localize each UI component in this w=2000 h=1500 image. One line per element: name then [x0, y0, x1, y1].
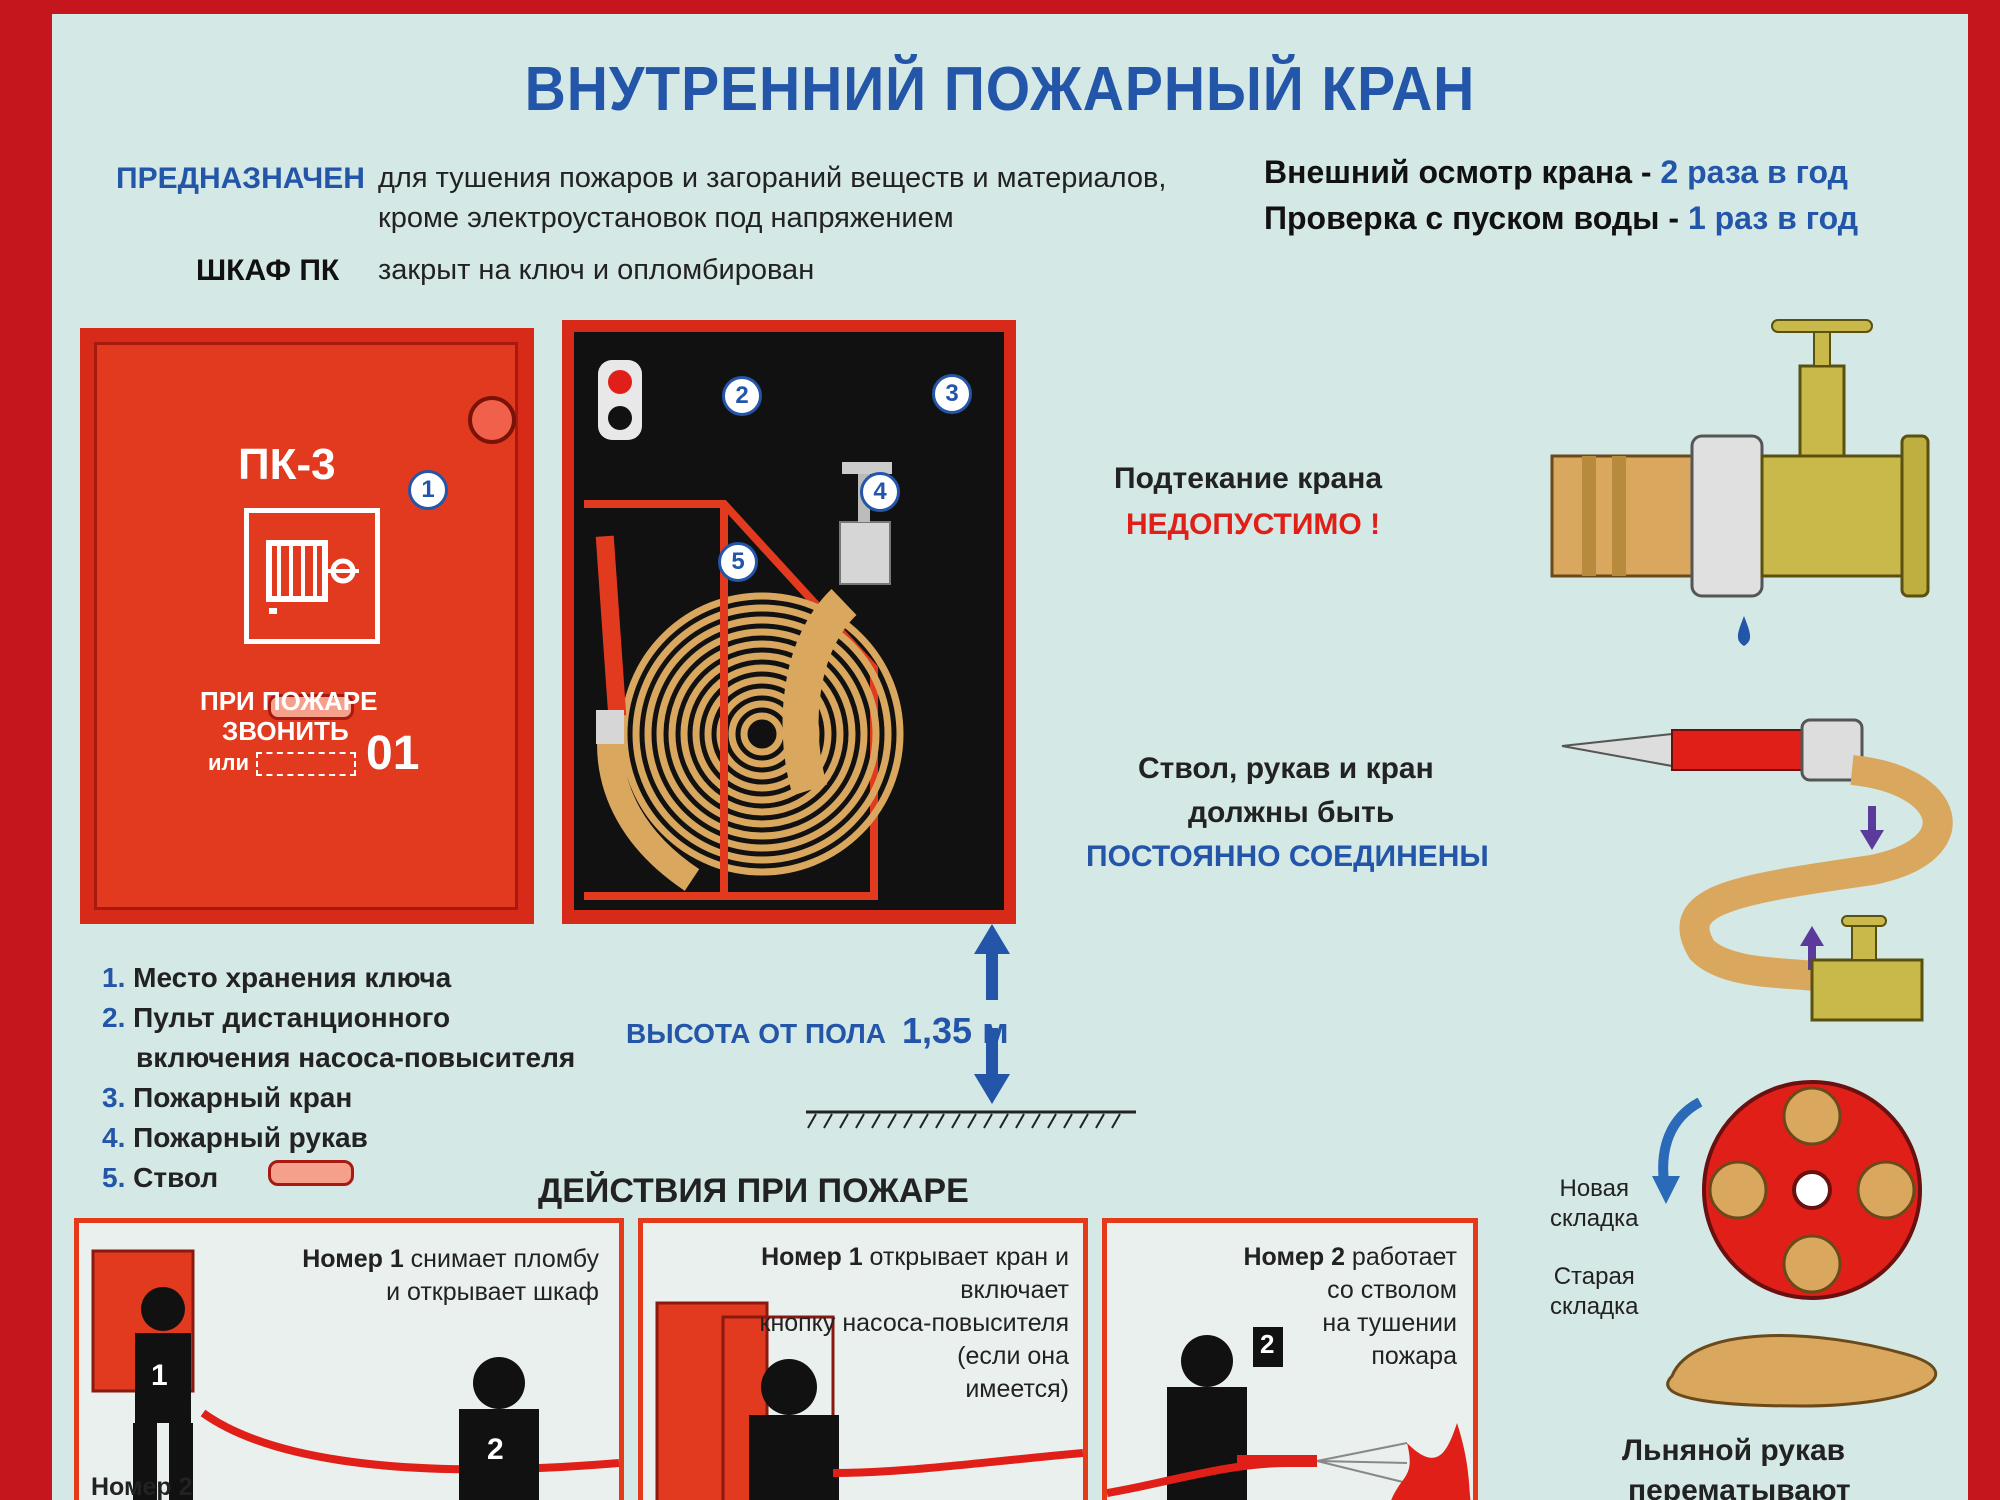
legend-item-4: 4. Пожарный рукав [102, 1122, 368, 1153]
inspection-line2-value: 1 раз в год [1687, 200, 1859, 236]
callout-1: 1 [408, 470, 448, 510]
action-2-caption: Номер 1 открывает кран и включает кнопку… [759, 1243, 1070, 1403]
hose-reel-sign-icon [244, 508, 380, 644]
connected-line3: ПОСТОЯННО СОЕДИНЕНЫ [1086, 840, 1489, 873]
inspection-line1-label: Внешний осмотр крана - [1264, 154, 1652, 190]
hose-reel-icon [1666, 1080, 1938, 1408]
purpose-line1: для тушения пожаров и загораний веществ … [378, 162, 1167, 194]
actions-title: ДЕЙСТВИЯ ПРИ ПОЖАРЕ [538, 1172, 969, 1210]
legend-item-2b: включения насоса-повысителя [136, 1042, 576, 1073]
floor-line [806, 1110, 1136, 1129]
legend-item-3: 3. Пожарный кран [102, 1082, 353, 1113]
door-text-2: ЗВОНИТЬ [222, 716, 349, 746]
connected-line1: Ствол, рукав и кран [1138, 752, 1434, 785]
action-1-caption: Номер 1 снимает пломбу и открывает шкаф [302, 1245, 599, 1306]
cabinet-open [562, 320, 1016, 924]
key-lock-icon [468, 396, 516, 444]
callout-5: 5 [718, 542, 758, 582]
door-handle-bottom [268, 1160, 354, 1186]
inspection-line2: Проверка с пуском воды - 1 раз в год [1264, 200, 1858, 237]
phone-placeholder [256, 752, 356, 776]
door-text-1: ПРИ ПОЖАРЕ [200, 686, 378, 716]
action-fig-2: 2 [487, 1433, 504, 1466]
door-code: ПК-3 [238, 440, 336, 489]
action-panel-1: 1 2 Номер 1 снимает пломбу и открывает ш… [74, 1218, 624, 1500]
poster: ВНУТРЕННИЙ ПОЖАРНЫЙ КРАН ПРЕДНАЗНАЧЕН дл… [52, 14, 1968, 1500]
purpose-line2: кроме электроустановок под напряжением [378, 202, 954, 234]
reel-bottom-2: перематывают [1628, 1474, 1851, 1500]
connected-hose-icon [1561, 718, 1953, 1022]
height-label: ВЫСОТА ОТ ПОЛА [626, 1018, 887, 1049]
action-3-caption: Номер 2 работает со стволом на тушении п… [1243, 1243, 1457, 1370]
callout-2: 2 [722, 376, 762, 416]
legend-list: 1. Место хранения ключа 2. Пульт дистанц… [102, 958, 575, 1198]
callout-4: 4 [860, 472, 900, 512]
leak-line2: НЕДОПУСТИМО ! [1126, 508, 1381, 541]
reel-bottom-1: Льняной рукав [1622, 1434, 1846, 1467]
action-fig-1: 1 [151, 1359, 168, 1392]
purpose-label: ПРЕДНАЗНАЧЕН [116, 162, 365, 195]
inspection-line2-label: Проверка с пуском воды - [1264, 200, 1680, 236]
rotate-arrow-icon [1652, 1098, 1703, 1204]
height-arrows-icon [974, 924, 1010, 1104]
leak-line1: Подтекание крана [1114, 462, 1383, 495]
inspection-line1-value: 2 раза в год [1660, 154, 1848, 190]
door-number: 01 [366, 727, 420, 780]
action-panel-3: 2 Номер 2 работает со стволом на тушении… [1102, 1218, 1478, 1500]
inspection-line1: Внешний осмотр крана - 2 раза в год [1264, 154, 1848, 191]
action-1-bottom: Номер 2 [91, 1473, 193, 1500]
cabinet-door: ПК-3 ПРИ ПОЖАРЕ ЗВОНИТЬ или 01 [80, 328, 534, 1186]
cabinet-text: закрыт на ключ и опломбирован [378, 254, 815, 286]
legend-item-1: 1. Место хранения ключа [102, 962, 452, 993]
cabinet-label: ШКАФ ПК [196, 254, 340, 287]
height-value: 1,35 м [902, 1010, 1009, 1051]
door-text-3: или [208, 750, 250, 775]
leaking-valve-icon [1550, 319, 1930, 646]
action-fig-2b: 2 [1260, 1329, 1275, 1359]
action-panel-2: Номер 1 открывает кран и включает кнопку… [638, 1218, 1088, 1500]
legend-item-2: 2. Пульт дистанционного [102, 1002, 451, 1033]
page-title: ВНУТРЕННИЙ ПОЖАРНЫЙ КРАН [524, 55, 1476, 124]
connected-line2: должны быть [1188, 796, 1395, 829]
callout-3: 3 [932, 374, 972, 414]
door-handle-top [268, 694, 354, 720]
legend-item-5: 5. Ствол [102, 1162, 219, 1193]
